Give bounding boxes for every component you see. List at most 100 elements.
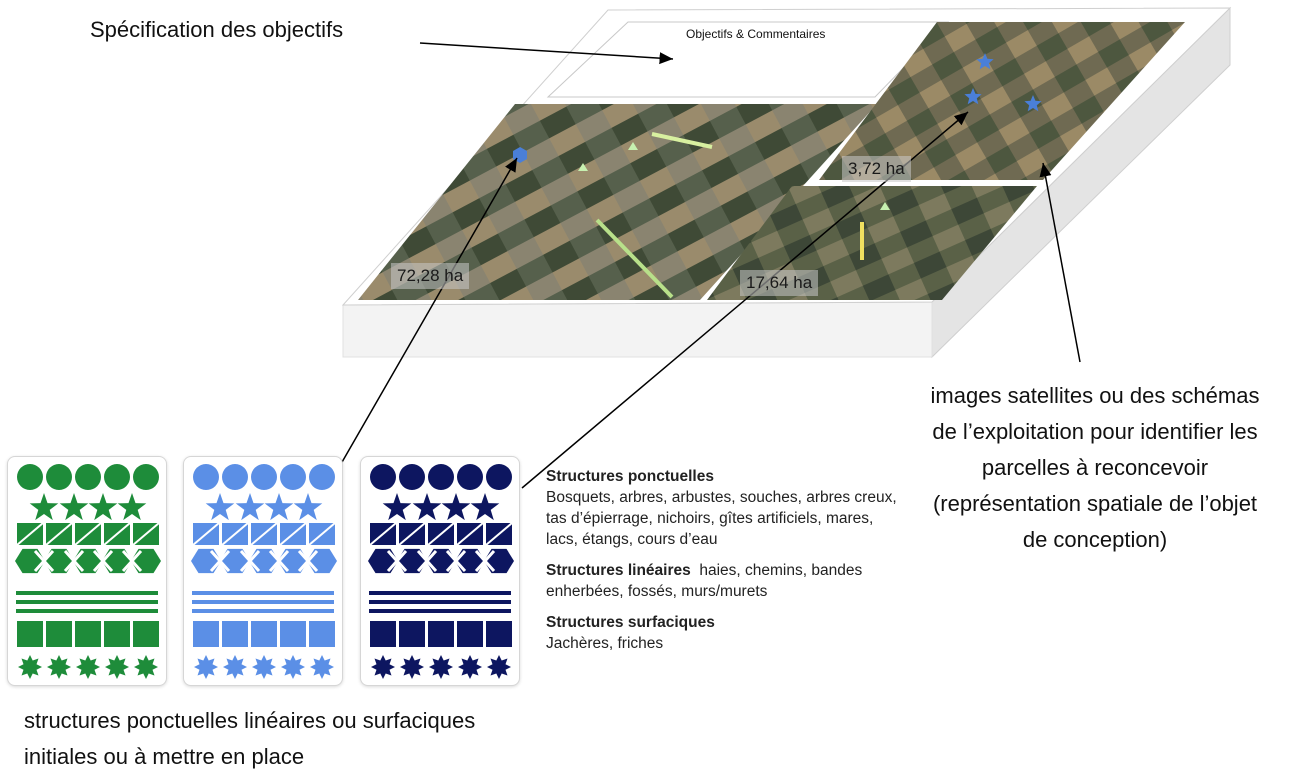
square-token (399, 621, 425, 647)
hexagon-token (131, 548, 161, 574)
burst-token (400, 655, 424, 679)
circle-token (46, 464, 72, 490)
hexagon-token (73, 548, 103, 574)
circle-token (309, 464, 335, 490)
square-token (251, 621, 277, 647)
legend-lineaires-text: haies, chemins, bandes enherbées, fossés… (546, 562, 863, 600)
square-token (486, 621, 512, 647)
arrow-to-hexagon (329, 157, 518, 484)
burst-token (252, 655, 276, 679)
token-card-green (7, 456, 167, 686)
diagonal-token (427, 522, 455, 546)
legend-surfaciques-title: Structures surfaciques (546, 614, 715, 631)
legend-surfaciques-text: Jachères, friches (546, 635, 664, 652)
cross-mark (209, 549, 231, 573)
hexagon-token (455, 548, 485, 574)
square-token (428, 621, 454, 647)
burst-token (47, 655, 71, 679)
square-token (193, 621, 219, 647)
square-token (17, 621, 43, 647)
token-card-navy (360, 456, 520, 686)
burst-token (281, 655, 305, 679)
star-markers (964, 53, 1042, 112)
line-token (192, 609, 334, 613)
diagonal-token (398, 522, 426, 546)
satellite-photo-1 (358, 104, 877, 300)
diagonal-token (485, 522, 513, 546)
square-token (309, 621, 335, 647)
hexagon-token (307, 548, 337, 574)
area-label-photo-3: 17,64 ha (740, 270, 819, 296)
legend-lineaires: Structures linéaires haies, chemins, ban… (546, 560, 906, 602)
line-token (16, 591, 158, 595)
cross-mark (33, 549, 55, 573)
square-token (280, 621, 306, 647)
line-token (16, 600, 158, 604)
cross-mark (239, 549, 261, 573)
burst-token (18, 655, 42, 679)
circle-token (133, 464, 159, 490)
square-token (457, 621, 483, 647)
structures-callout: structures ponctuelles linéaires ou surf… (24, 708, 476, 769)
circle-token (280, 464, 306, 490)
diagonal-token (308, 522, 336, 546)
star-marker (976, 53, 994, 70)
cross-mark (445, 549, 467, 573)
hexagon-token (426, 548, 456, 574)
hexagon-token (397, 548, 427, 574)
circle-token (457, 464, 483, 490)
triangle-marker (880, 202, 890, 210)
diagonal-token (45, 522, 73, 546)
cross-mark (297, 549, 319, 573)
circle-token (193, 464, 219, 490)
cross-mark (63, 549, 85, 573)
diagonal-token (103, 522, 131, 546)
hexagon-token (102, 548, 132, 574)
circle-token (428, 464, 454, 490)
star-token (293, 493, 323, 521)
star-token (441, 493, 471, 521)
structure-legend: Structures ponctuelles Bosquets, arbres,… (546, 466, 906, 654)
cross-mark (268, 549, 290, 573)
circle-token (75, 464, 101, 490)
diagonal-token (279, 522, 307, 546)
star-token (88, 493, 118, 521)
hexagon-token (15, 548, 45, 574)
diagonal-token (221, 522, 249, 546)
star-marker (964, 88, 982, 105)
burst-token (458, 655, 482, 679)
square-token (370, 621, 396, 647)
square-token (75, 621, 101, 647)
circle-token (399, 464, 425, 490)
diagonal-token (250, 522, 278, 546)
cross-mark (416, 549, 438, 573)
line-token (369, 609, 511, 613)
cross-mark (92, 549, 114, 573)
star-token (117, 493, 147, 521)
hexagon-token (278, 548, 308, 574)
triangle-marker (578, 163, 588, 171)
objectives-title: Objectifs & Commentaires (686, 27, 826, 41)
legend-ponctuelles-title: Structures ponctuelles (546, 468, 714, 485)
line-token (369, 591, 511, 595)
hexagon-token (220, 548, 250, 574)
token-sheet (15, 464, 161, 679)
line-token (369, 600, 511, 604)
hexagon-token (191, 548, 221, 574)
token-sheet (368, 464, 514, 679)
triangle-marker (628, 142, 638, 150)
legend-ponctuelles-text: Bosquets, arbres, arbustes, souches, arb… (546, 489, 897, 548)
cross-mark (121, 549, 143, 573)
diagonal-token (132, 522, 160, 546)
circle-token (222, 464, 248, 490)
star-token (235, 493, 265, 521)
star-token (205, 493, 235, 521)
diagonal-token (369, 522, 397, 546)
line-token (192, 600, 334, 604)
star-token (59, 493, 89, 521)
square-token (133, 621, 159, 647)
burst-token (223, 655, 247, 679)
board-front (342, 301, 933, 358)
burst-token (487, 655, 511, 679)
square-token (104, 621, 130, 647)
